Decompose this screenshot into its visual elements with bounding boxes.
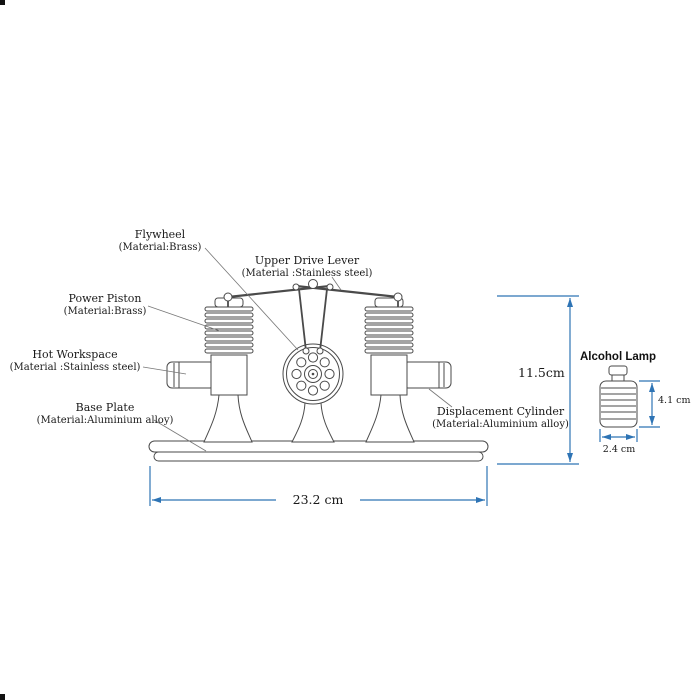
leader-lines (142, 247, 453, 452)
alcohol-lamp-title: Alcohol Lamp (579, 351, 657, 363)
right-cylinder-assembly (364, 297, 452, 396)
base-plate-drawing (148, 440, 489, 462)
upper-drive-lever-material: (Material :Stainless steel) (241, 267, 373, 279)
label-base-plate: Base Plate (Material:Aluminium alloy) (25, 401, 185, 427)
power-piston-name: Power Piston (68, 292, 142, 305)
label-flywheel: Flywheel (Material:Brass) (75, 228, 245, 254)
lamp-width-dimension: 2.4 cm (602, 444, 636, 455)
pedestals-drawing (203, 394, 415, 443)
base-plate-material: (Material:Aluminium alloy) (36, 414, 174, 426)
label-hot-workspace: Hot Workspace (Material :Stainless steel… (0, 348, 150, 374)
displacement-cylinder-material: (Material:Aluminium alloy) (432, 418, 569, 430)
left-cylinder-assembly (166, 297, 254, 396)
flywheel-name: Flywheel (134, 228, 186, 241)
label-displacement-cylinder: Displacement Cylinder (Material:Aluminiu… (418, 405, 583, 431)
flywheel-drawing (282, 343, 344, 405)
hot-workspace-material: (Material :Stainless steel) (9, 361, 141, 373)
lamp-height-dimension: 4.1 cm (658, 395, 691, 406)
label-upper-drive-lever: Upper Drive Lever (Material :Stainless s… (197, 254, 417, 280)
flywheel-material: (Material:Brass) (118, 241, 202, 253)
engine-height-dimension: 11.5cm (518, 365, 565, 380)
corner-artifact-bottom-left (0, 694, 5, 700)
upper-drive-lever-name: Upper Drive Lever (254, 254, 360, 267)
label-power-piston: Power Piston (Material:Brass) (20, 292, 190, 318)
engine-width-dimension: 23.2 cm (276, 492, 360, 507)
alcohol-lamp-drawing (599, 365, 638, 428)
drive-lever-linkage (223, 279, 403, 355)
base-plate-name: Base Plate (75, 401, 135, 414)
displacement-cylinder-name: Displacement Cylinder (436, 405, 565, 418)
corner-artifact-top-left (0, 0, 5, 5)
power-piston-material: (Material:Brass) (63, 305, 147, 317)
hot-workspace-name: Hot Workspace (32, 348, 118, 361)
